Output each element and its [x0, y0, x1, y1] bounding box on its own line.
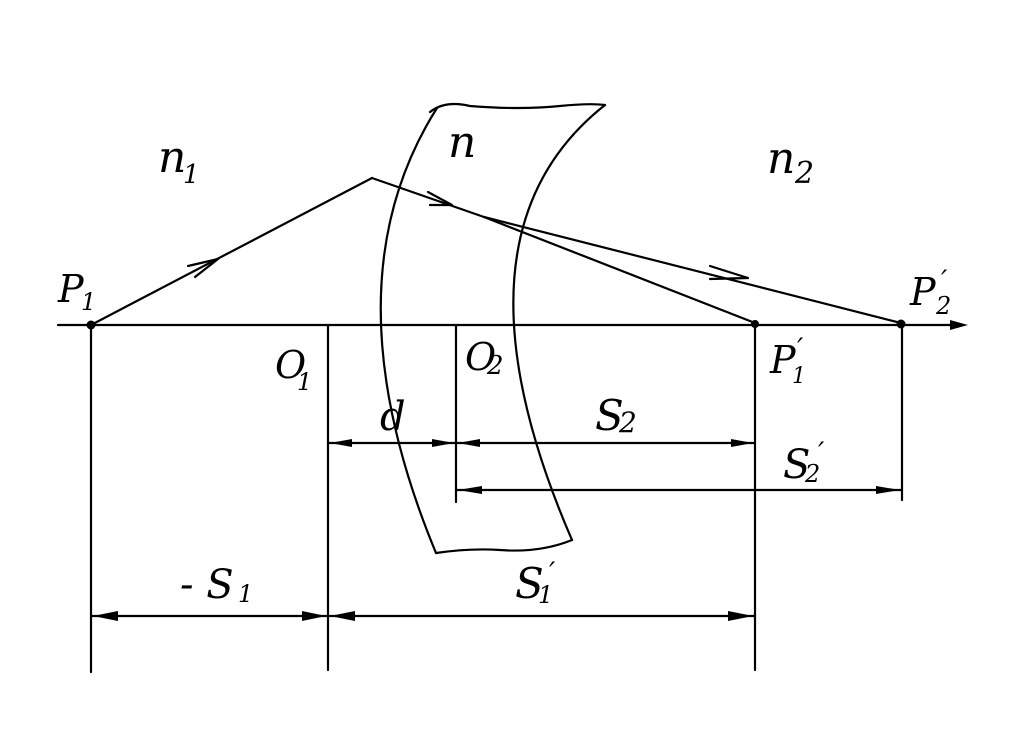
label-n2: n [767, 133, 795, 184]
dimension-d-arrow-left [330, 439, 352, 447]
label-P2-prime: P [909, 270, 937, 314]
label-O2: O [465, 335, 496, 379]
label-d: d [380, 394, 406, 440]
label-S2-prime: S [783, 442, 810, 488]
lens-second-surface [512, 103, 607, 542]
dimension-d-arrow-right [432, 439, 454, 447]
dimension-minus-S1-arrow-left [93, 611, 118, 621]
label-S2-prime-sub: 2 [804, 460, 820, 488]
incident-ray-arrow [186, 257, 220, 279]
label-O1-sub: 1 [297, 368, 312, 396]
label-O1: O [275, 343, 306, 387]
ray-to-first-image [482, 215, 757, 325]
label-P1: P [57, 267, 85, 311]
label-P1-sub: 1 [81, 288, 96, 316]
label-S1-prime-prime: ′ [549, 556, 556, 589]
refracted-ray-arrow [708, 264, 750, 281]
lens-first-surface [379, 106, 439, 555]
lens-bottom-edge [434, 538, 574, 555]
label-S2-sub: 2 [618, 406, 637, 439]
lens-top-edge [428, 102, 607, 114]
dimension-S2-arrow-right [731, 439, 753, 447]
dimension-S1-prime-arrow-right [728, 611, 753, 621]
label-O2-sub: 2 [486, 351, 504, 381]
refracted-ray [482, 215, 903, 325]
label-S2: S [595, 391, 624, 440]
dimension-S2-prime-arrow-right [876, 486, 900, 494]
label-P1-prime: P [769, 338, 797, 382]
ray-inside-lens-arrow [426, 190, 454, 207]
label-S1-prime: S [515, 559, 544, 608]
label-n1-sub: 1 [183, 160, 200, 190]
label-minus-S1: - S [180, 562, 234, 608]
label-S1-prime-sub: 1 [538, 581, 553, 609]
point-P2-prime [896, 319, 906, 329]
dimension-S2-prime-arrow-left [458, 486, 482, 494]
label-P1-prime-sub: 1 [792, 364, 806, 389]
label-S2-prime-prime: ′ [818, 436, 825, 469]
label-n2-sub: 2 [794, 156, 814, 191]
label-P2-prime-sub: 2 [935, 292, 951, 320]
incident-ray [89, 176, 374, 327]
dimension-S1-prime-arrow-left [330, 611, 355, 621]
optical-axis-arrowhead [950, 320, 968, 330]
label-n: n [448, 117, 476, 168]
ray-inside-lens [370, 176, 486, 219]
label-n1: n [158, 132, 186, 183]
label-P1-prime-prime: ′ [797, 332, 804, 365]
label-P2-prime-prime: ′ [941, 264, 948, 297]
label-minus-S1-sub: 1 [238, 580, 253, 608]
dimension-minus-S1-arrow-right [302, 611, 326, 621]
dimension-S2-arrow-left [458, 439, 480, 447]
